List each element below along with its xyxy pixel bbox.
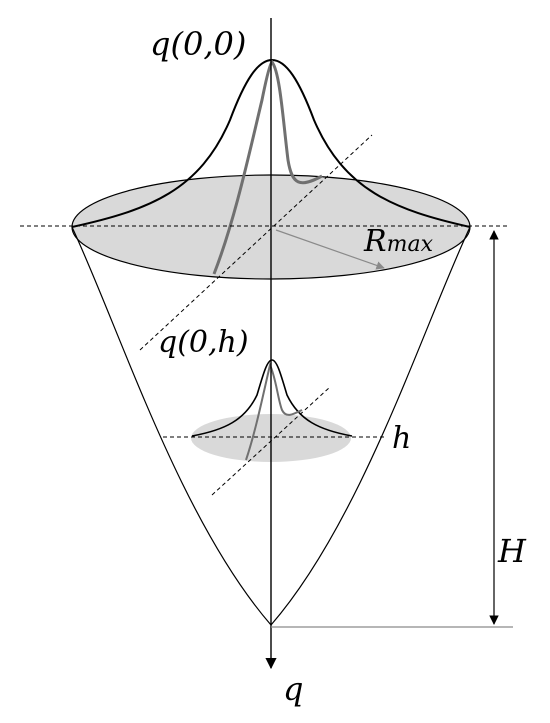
label-max-subscript: max [387,232,434,257]
top-dashed-diagonal [139,134,373,351]
label-total-height: H [497,532,527,570]
label-q-0-h: q(0,h) [158,325,249,360]
label-r-max: Rmax [363,224,434,259]
label-r: R [363,224,387,259]
label-h-level: h [392,421,411,456]
mid-gaussian-curve [191,359,353,437]
label-q-0-0: q(0,0) [150,25,246,63]
label-axis-q: q [283,670,303,708]
radius-arrow [275,229,385,270]
mid-profile-curve [245,361,303,461]
